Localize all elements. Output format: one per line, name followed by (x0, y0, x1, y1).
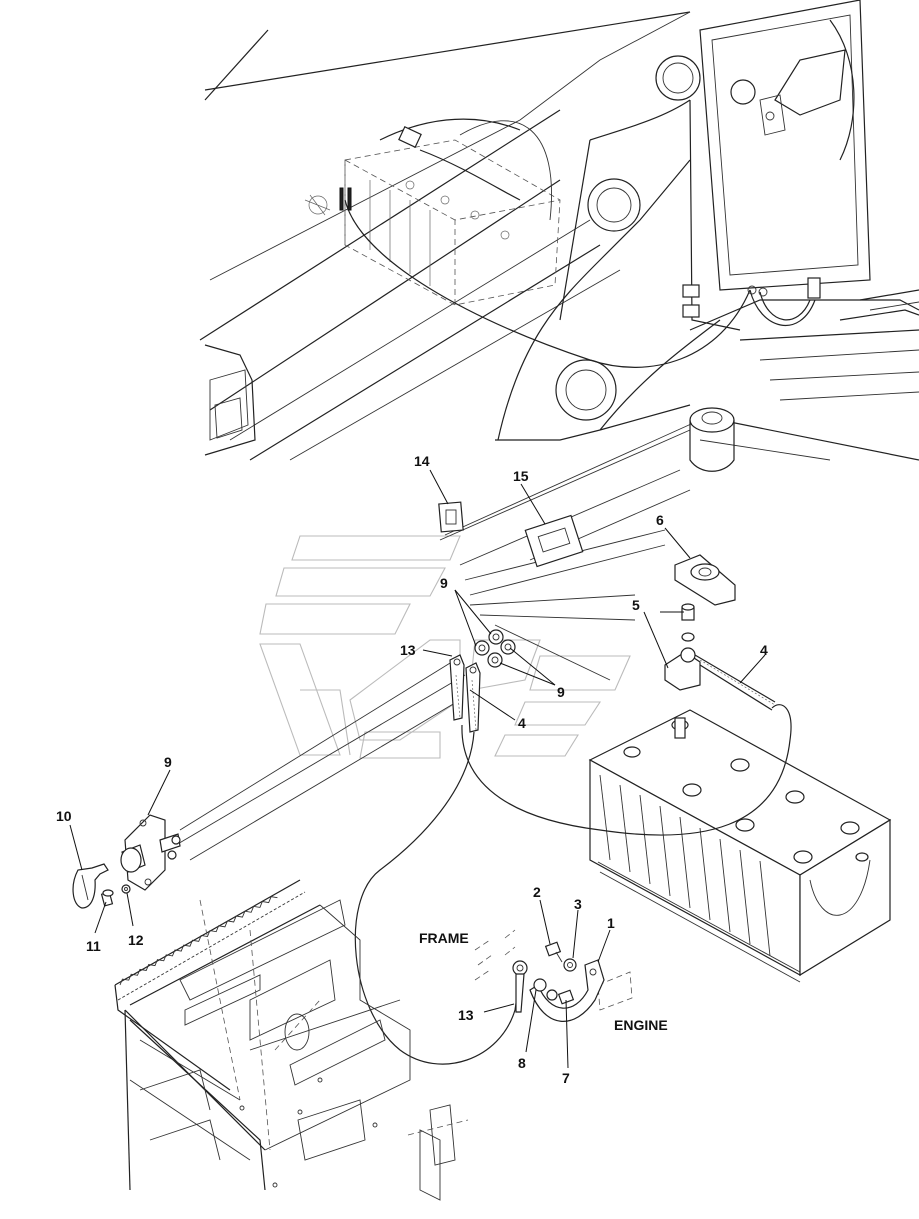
washers-9 (474, 629, 516, 668)
background-logo-ghost (259, 535, 631, 759)
callout-6: 6 (656, 512, 664, 528)
callout-9: 9 (440, 575, 448, 591)
leader-lines (69, 469, 766, 1069)
callout-1: 1 (607, 915, 615, 931)
callout-9: 9 (164, 754, 172, 770)
lower-frame-panel (114, 879, 469, 1201)
terminal-cover-6 (674, 554, 736, 606)
location-labels: FRAME ENGINE (419, 930, 668, 1033)
battery-cap-top (689, 407, 735, 472)
terminal-bolt-5 (664, 603, 701, 691)
engine-label: ENGINE (614, 1017, 668, 1033)
callout-4: 4 (518, 715, 526, 731)
ground-strap-assembly (474, 929, 633, 1022)
callout-13: 13 (400, 642, 416, 658)
decal-15 (524, 514, 584, 568)
callout-2: 2 (533, 884, 541, 900)
callout-7: 7 (562, 1070, 570, 1086)
callout-12: 12 (128, 932, 144, 948)
cable-lugs-13 (449, 654, 481, 733)
decal-14 (438, 501, 464, 533)
machine-body-view (199, 0, 919, 461)
callout-11: 11 (86, 938, 101, 954)
callout-4: 4 (760, 642, 768, 658)
callout-labels: 14 15 6 9 5 13 4 9 4 9 10 11 12 2 3 1 13… (56, 453, 768, 1086)
callout-10: 10 (56, 808, 72, 824)
callout-15: 15 (513, 468, 529, 484)
battery-location-ghost (304, 118, 751, 368)
battery-disconnect-switch (72, 814, 181, 909)
battery (588, 709, 892, 983)
callout-9: 9 (557, 684, 565, 700)
callout-13: 13 (458, 1007, 474, 1023)
frame-label: FRAME (419, 930, 469, 946)
battery-cable-4-right (694, 654, 776, 711)
callout-8: 8 (518, 1055, 526, 1071)
battery-cable-loops (354, 704, 792, 1065)
callout-14: 14 (414, 453, 430, 469)
callout-5: 5 (632, 597, 640, 613)
callout-3: 3 (574, 896, 582, 912)
